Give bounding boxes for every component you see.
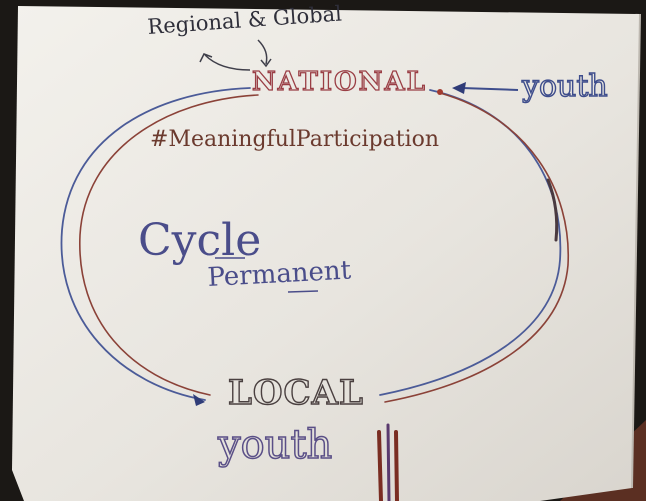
youth-top-label: youth [521, 69, 608, 104]
national-label: NATIONAL [252, 67, 427, 97]
youth-arrow [437, 82, 519, 95]
marker-strokes [377, 423, 399, 501]
local-label: LOCAL [228, 373, 364, 413]
youth-bottom-label: youth [217, 422, 332, 468]
hashtag-label: #MeaningfulParticipation [150, 127, 439, 152]
paper-sheet [12, 6, 640, 501]
up-arrows [199, 39, 272, 71]
cycle-loop [60, 87, 569, 403]
